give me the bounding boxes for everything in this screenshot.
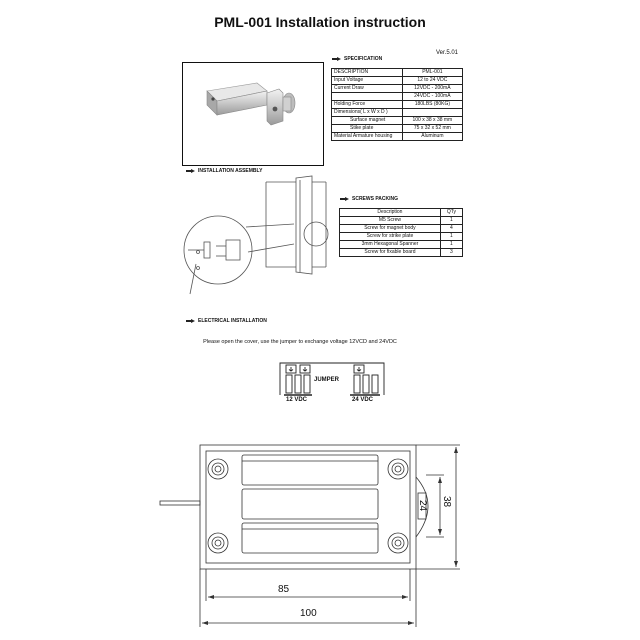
screws-heading: SCREWS PACKING bbox=[340, 196, 398, 202]
version-label: Ver.5.01 bbox=[436, 50, 459, 56]
jumper-diagram: JUMPER 12 VDC 24 VDC bbox=[278, 361, 386, 407]
specification-heading: SPECIFICATION bbox=[332, 56, 382, 62]
arrow-icon bbox=[340, 197, 349, 201]
spec-row: 24VDC - 100mA bbox=[331, 92, 464, 101]
jumper-24v-label: 24 VDC bbox=[352, 397, 374, 403]
product-photo bbox=[206, 82, 296, 126]
spec-row-cell: Surface magnet bbox=[331, 116, 403, 125]
spec-row: Dimensions( L x W x D ) bbox=[331, 108, 464, 117]
dim-height-inner: 24 bbox=[417, 500, 428, 512]
spec-row-cell: PML-001 bbox=[401, 68, 464, 77]
electrical-note: Please open the cover, use the jumper to… bbox=[203, 339, 397, 345]
jumper-12v-label: 12 VDC bbox=[286, 397, 308, 403]
dim-length-inner: 85 bbox=[278, 584, 290, 595]
page-title: PML-001 Installation instruction bbox=[214, 14, 426, 30]
spec-row-cell: 12VDC - 200mA bbox=[401, 84, 464, 93]
spec-row-cell: 180LBS (80KG) bbox=[401, 100, 464, 109]
screws-row-cell: 1 bbox=[439, 240, 464, 249]
installation-heading: INSTALLATION ASSEMBLY bbox=[186, 168, 262, 174]
product-photo-frame bbox=[182, 62, 324, 166]
spec-row-cell: 75 x 32 x 52 mm bbox=[401, 124, 464, 133]
arrow-icon bbox=[186, 319, 195, 323]
electrical-heading: ELECTRICAL INSTALLATION bbox=[186, 318, 267, 324]
spec-row-cell: Holding Force bbox=[331, 100, 403, 109]
jumper-label: JUMPER bbox=[314, 377, 340, 383]
dim-length-outer: 100 bbox=[300, 608, 317, 619]
screws-row-cell: 1 bbox=[439, 232, 464, 241]
installation-drawing bbox=[183, 175, 329, 295]
screws-row-cell: 4 bbox=[439, 224, 464, 233]
spec-row-cell: DESCRIPTION bbox=[331, 68, 403, 77]
spec-row-cell: Stike plate bbox=[331, 124, 403, 133]
spec-row-cell: 100 x 38 x 38 mm bbox=[401, 116, 464, 125]
screws-row-cell: 3mm Hexagonal Spanner bbox=[339, 240, 441, 249]
spec-row-cell: Current Draw bbox=[331, 84, 403, 93]
screws-row-cell: 1 bbox=[439, 216, 464, 225]
arrow-icon bbox=[186, 169, 195, 173]
spec-row-cell: 24VDC - 100mA bbox=[401, 92, 464, 101]
dimension-drawing bbox=[159, 444, 460, 627]
screws-row-cell: Screw for magnet body bbox=[339, 224, 441, 233]
screws-row-cell: M5 Screw bbox=[339, 216, 441, 225]
spec-row-cell: 12 to 24 VDC bbox=[401, 76, 464, 85]
screws-row-cell: Description bbox=[339, 208, 441, 217]
arrow-icon bbox=[332, 57, 341, 61]
screws-row-cell: QTy bbox=[439, 208, 464, 217]
screws-row-cell: Screw for fixable board bbox=[339, 248, 441, 257]
spec-row-cell: Input Voltage bbox=[331, 76, 403, 85]
dim-height-outer: 38 bbox=[441, 496, 452, 508]
spec-row-cell bbox=[331, 92, 403, 101]
spec-row-cell: Aluminum bbox=[401, 132, 464, 141]
jumper-drawing bbox=[279, 362, 385, 396]
spec-row-cell: Dimensions( L x W x D ) bbox=[331, 108, 403, 117]
spec-row-cell bbox=[401, 108, 464, 117]
screws-row-cell: Screw for strike plate bbox=[339, 232, 441, 241]
screws-row-cell: 3 bbox=[439, 248, 464, 257]
spec-row-cell: Material Armature housing bbox=[331, 132, 403, 141]
